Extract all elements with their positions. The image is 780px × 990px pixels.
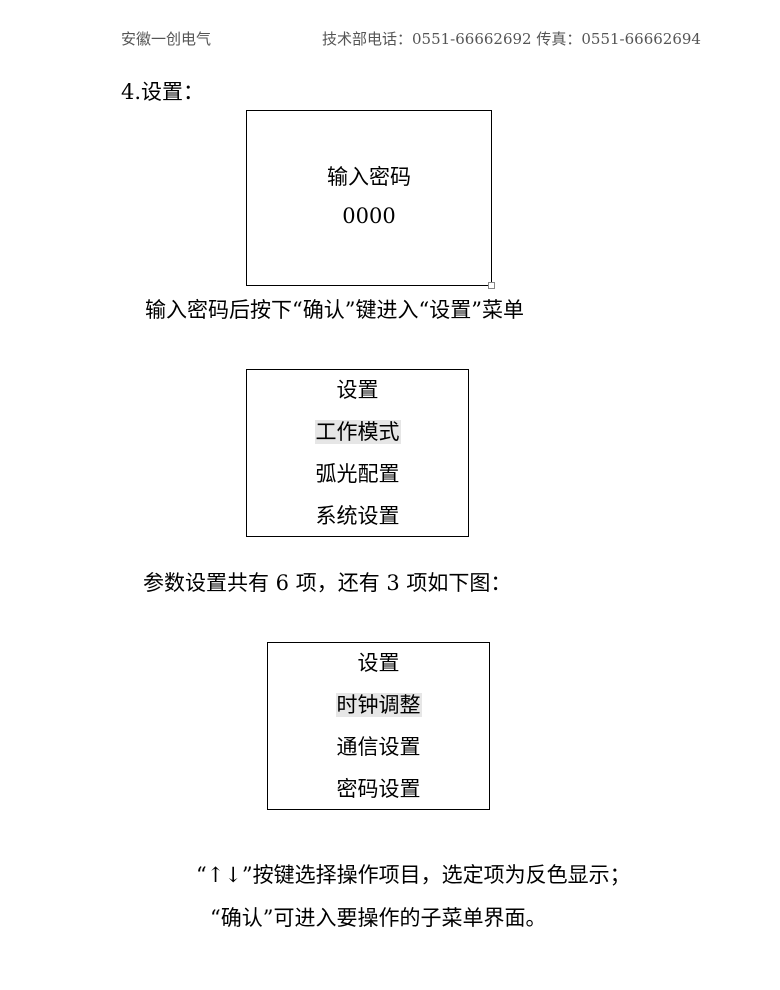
resize-handle: [488, 282, 495, 289]
menu-item-work-mode: 工作模式: [314, 420, 401, 444]
header-company: 安徽一创电气: [121, 30, 212, 48]
header-contact: 技术部电话：0551-66662692 传真：0551-66662694: [322, 30, 701, 48]
instruction-confirm-key: “确认”可进入要操作的子菜单界面。: [210, 906, 547, 930]
settings-menu-screen-1: 设置 工作模式 弧光配置 系统设置: [246, 369, 469, 537]
menu-item-comm-settings: 通信设置: [336, 735, 421, 759]
settings-menu-screen-2: 设置 时钟调整 通信设置 密码设置: [267, 642, 490, 810]
menu-item-password-settings: 密码设置: [336, 777, 421, 801]
section-title: 4.设置：: [121, 80, 205, 104]
menu-title: 设置: [336, 378, 379, 402]
instruction-enter-settings: 输入密码后按下“确认”键进入“设置”菜单: [145, 298, 524, 322]
instruction-param-count: 参数设置共有 6 项，还有 3 项如下图：: [143, 571, 512, 595]
menu-title: 设置: [357, 651, 400, 675]
menu-item-system-settings: 系统设置: [315, 504, 400, 528]
instruction-arrow-keys: “↑↓”按键选择操作项目，选定项为反色显示；: [196, 863, 631, 887]
menu-item-clock-adjust: 时钟调整: [335, 693, 422, 717]
password-prompt: 输入密码: [327, 165, 411, 189]
password-screen: 输入密码 0000: [246, 110, 495, 289]
menu-item-arc-config: 弧光配置: [315, 462, 400, 486]
password-value: 0000: [342, 204, 396, 228]
